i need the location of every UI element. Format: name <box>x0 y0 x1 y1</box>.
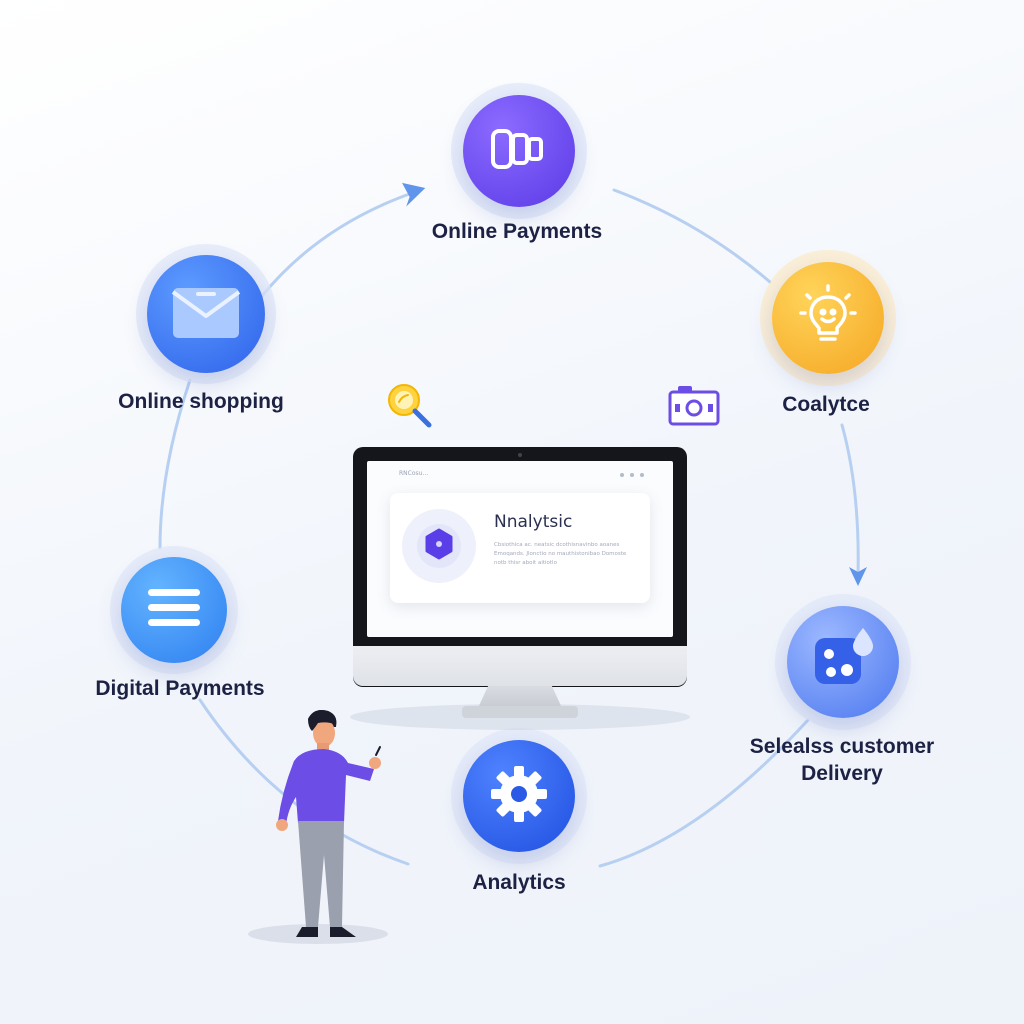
connector-coalytce-to-delivery <box>840 423 860 577</box>
arrowhead-to-payments <box>402 182 426 207</box>
window-dot[interactable] <box>640 473 644 477</box>
analytics-label-line: Analytics <box>472 871 566 894</box>
screen-header-text: RNCosu... <box>399 470 429 477</box>
delivery-label: Selealss customer Delivery <box>736 733 948 787</box>
card-title: Nnalytsic <box>494 512 573 532</box>
connector-shopping-to-payments <box>260 190 417 298</box>
online-shopping-label-line: Online shopping <box>118 390 284 413</box>
connector-digital-to-shopping <box>158 378 192 550</box>
card-icon <box>417 524 461 568</box>
window-dot[interactable] <box>630 473 634 477</box>
analytics-label: Analytics <box>430 869 608 896</box>
digital-payments-label: Digital Payments <box>80 675 280 702</box>
connector-payments-to-coalytce <box>612 188 772 284</box>
digital-payments-label-line: Digital Payments <box>95 677 265 700</box>
gear-icon <box>487 762 551 831</box>
online-shopping-node[interactable] <box>147 255 265 373</box>
person-illustration <box>262 705 392 946</box>
lightbulb-icon <box>793 281 863 356</box>
window-dot[interactable] <box>620 473 624 477</box>
monitor-camera <box>518 453 522 457</box>
card-body-text: Cbsiothica ac. neatsic dcothisnavinbo ao… <box>494 542 627 566</box>
wallet-icon <box>487 125 551 178</box>
delivery-node[interactable] <box>787 606 899 718</box>
camera-icon <box>666 384 724 433</box>
monitor-stand-neck <box>478 686 562 708</box>
arrowhead-to-delivery <box>849 567 867 586</box>
delivery-label-line-1: Selealss customer <box>749 735 935 758</box>
coalytce-label: Coalytce <box>740 391 912 418</box>
coalytce-label-line: Coalytce <box>782 393 870 416</box>
connector-delivery-to-analytics <box>598 718 810 868</box>
screen-header: RNCosu... <box>385 470 655 482</box>
analytics-node[interactable] <box>463 740 575 852</box>
coalytce-node[interactable] <box>772 262 884 374</box>
online-payments-label-line: Online Payments <box>431 220 603 243</box>
online-payments-node[interactable] <box>463 95 575 207</box>
online-shopping-label: Online shopping <box>100 388 302 415</box>
blocks-icon <box>807 624 879 701</box>
list-icon <box>146 585 202 636</box>
monitor-chin <box>353 646 687 686</box>
digital-payments-node[interactable] <box>121 557 227 663</box>
delivery-label-line-2: Delivery <box>801 762 883 785</box>
online-payments-label: Online Payments <box>410 218 624 245</box>
monitor-stand-foot <box>462 706 578 718</box>
envelope-icon <box>169 282 243 347</box>
magnifier-icon <box>384 380 438 435</box>
hexagon-icon <box>422 527 456 566</box>
